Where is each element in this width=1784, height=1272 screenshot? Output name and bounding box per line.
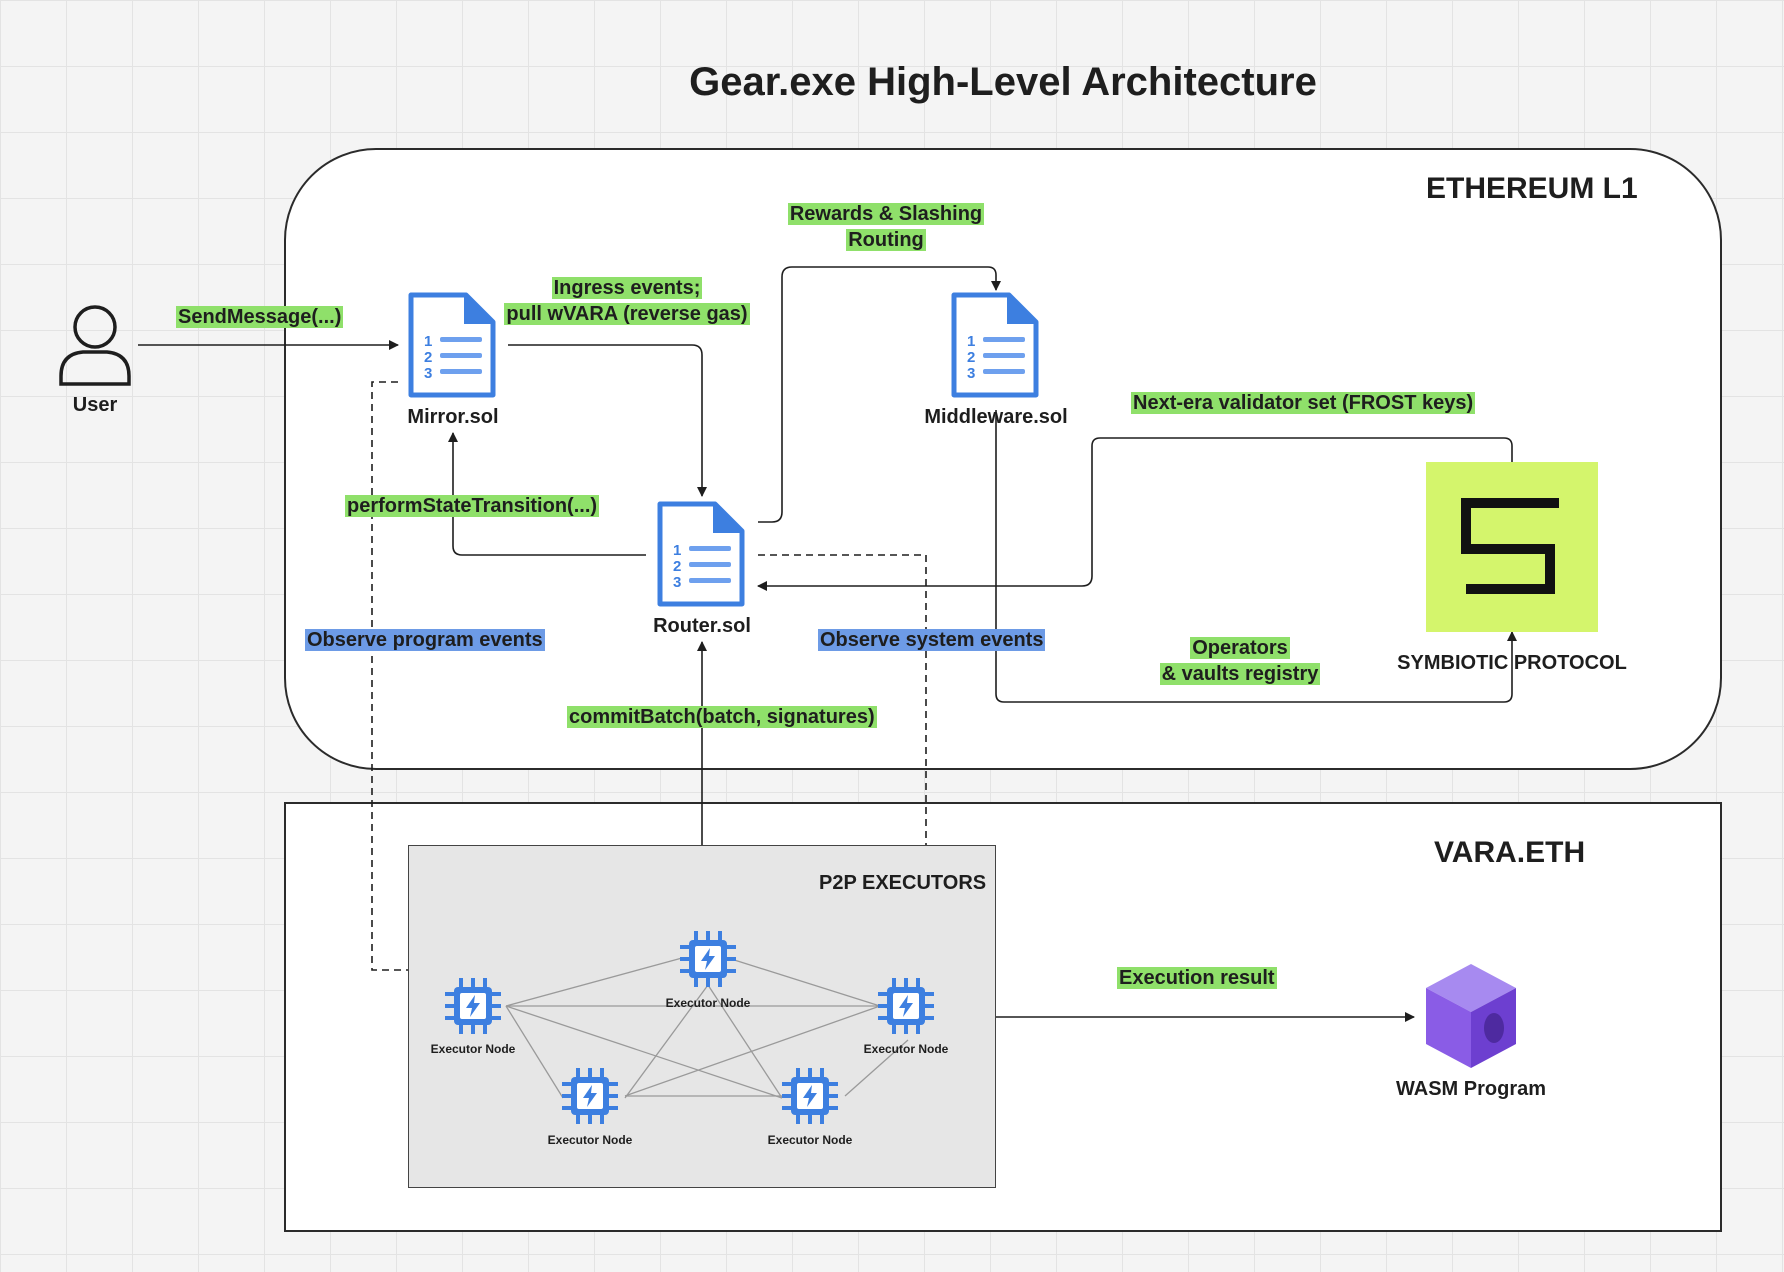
executor-chip-icon (781, 1067, 839, 1130)
executor-chip-icon (877, 977, 935, 1040)
observe-program-events-label: Observe program events (305, 629, 545, 651)
svg-text:3: 3 (673, 574, 681, 591)
execution-result-label: Execution result (1117, 967, 1277, 989)
edge-operators (995, 410, 1517, 703)
executor-chip-icon (444, 977, 502, 1040)
ingress-events-label: Ingress events; pull wVARA (reverse gas) (504, 277, 750, 325)
p2p-executors-title: P2P EXECUTORS (819, 872, 987, 894)
symbiotic-logo (1426, 462, 1598, 632)
ethereum-l1-title: ETHEREUM L1 (1426, 172, 1638, 205)
svg-text:1: 1 (424, 333, 432, 350)
router-label: Router.sol (653, 615, 751, 637)
edge-observe-system (758, 554, 927, 845)
edge-router-mirror (448, 432, 646, 556)
executor-node-label: Executor Node (547, 1133, 633, 1147)
router-document-icon: 1 2 3 (657, 501, 747, 612)
wasm-program-label: WASM Program (1395, 1078, 1547, 1100)
wasm-cube-icon (1424, 962, 1518, 1075)
edge-mirror-router (508, 344, 707, 497)
svg-text:3: 3 (967, 365, 975, 382)
rewards-slashing-label: Rewards & Slashing Routing (787, 203, 985, 251)
executor-mesh (505, 957, 909, 1099)
executor-node-label: Executor Node (430, 1042, 516, 1056)
executor-node-label: Executor Node (767, 1133, 853, 1147)
vara-eth-title: VARA.ETH (1434, 836, 1586, 869)
send-message-label: SendMessage(...) (176, 306, 344, 328)
svg-text:2: 2 (673, 558, 681, 575)
executor-chip-icon (679, 930, 737, 993)
ethereum-l1-region (284, 148, 1722, 770)
operators-vaults-label: Operators & vaults registry (1159, 637, 1321, 685)
svg-text:2: 2 (967, 349, 975, 366)
diagram-title: Gear.exe High-Level Architecture (689, 60, 1317, 104)
commit-batch-label: commitBatch(batch, signatures) (567, 706, 877, 728)
perform-state-transition-label: performStateTransition(...) (345, 495, 600, 517)
svg-text:1: 1 (967, 333, 975, 350)
svg-text:1: 1 (673, 542, 681, 559)
middleware-document-icon: 1 2 3 (951, 292, 1041, 403)
executor-chip-icon (561, 1067, 619, 1130)
symbiotic-label: SYMBIOTIC PROTOCOL (1397, 652, 1627, 674)
executor-node-label: Executor Node (863, 1042, 949, 1056)
user-icon (58, 304, 132, 391)
edge-rewards-routing (758, 266, 1001, 523)
mirror-label: Mirror.sol (407, 406, 499, 428)
next-era-validator-label: Next-era validator set (FROST keys) (1131, 392, 1476, 414)
middleware-label: Middleware.sol (924, 406, 1068, 428)
svg-text:2: 2 (424, 349, 432, 366)
executor-node-label: Executor Node (665, 996, 751, 1010)
observe-system-events-label: Observe system events (818, 629, 1046, 651)
svg-text:3: 3 (424, 365, 432, 382)
mirror-document-icon: 1 2 3 (408, 292, 498, 403)
edge-observe-program (371, 381, 408, 971)
user-label: User (72, 394, 118, 416)
edge-next-era (757, 437, 1513, 591)
